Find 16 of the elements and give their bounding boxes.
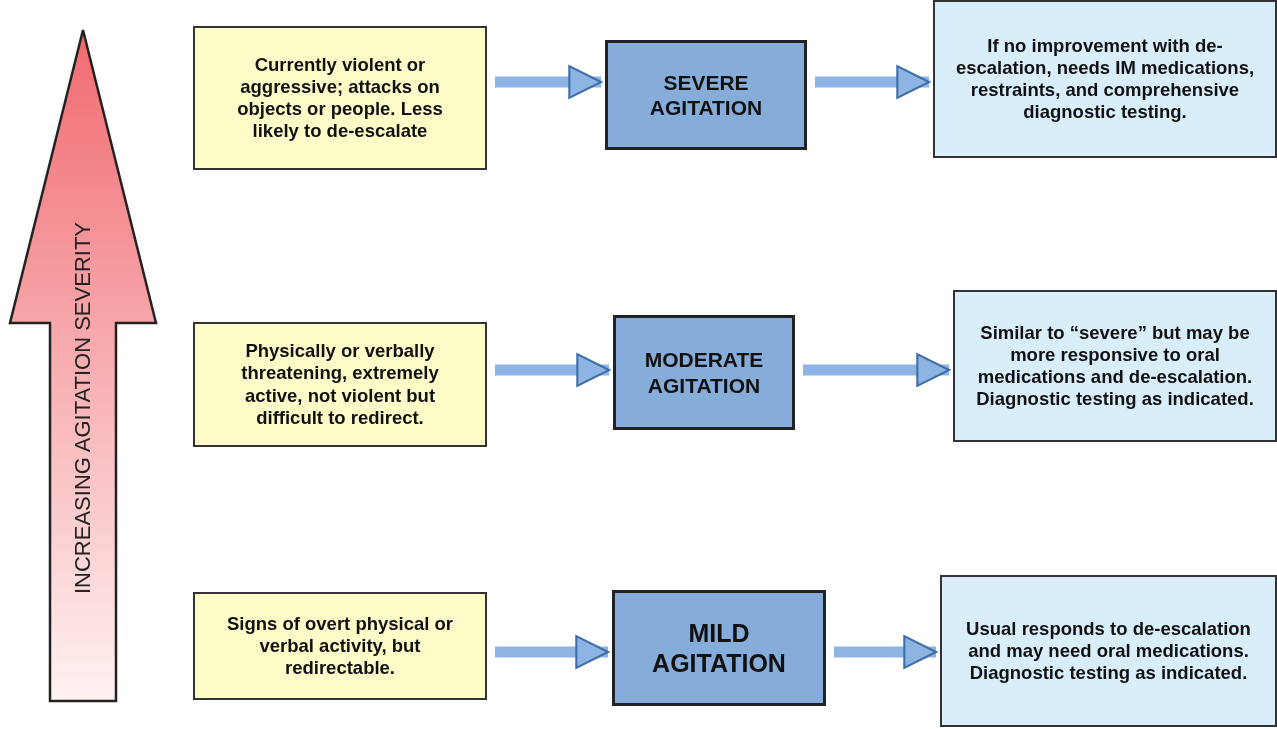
management-box: Similar to “severe” but may be more responsive to oral medications and de-escalation. Diagnostic testing as indicated. — [953, 290, 1277, 442]
block-arrow — [495, 635, 610, 669]
management-box: If no improvement with de-escalation, needs IM medications, restraints, and comprehensive diagnostic testing. — [933, 0, 1277, 158]
block-arrow — [803, 353, 951, 387]
block-arrow — [495, 65, 603, 99]
severity-box: MODERATE AGITATION — [613, 315, 795, 430]
severity-box: MILD AGITATION — [612, 590, 826, 706]
management-box: Usual responds to de-escalation and may need oral medications. Diagnostic testing as indicated. — [940, 575, 1277, 727]
behavior-box: Signs of overt physical or verbal activity, but redirectable. — [193, 592, 487, 700]
block-arrow — [834, 635, 938, 669]
behavior-box: Currently violent or aggressive; attacks on objects or people. Less likely to de-escalate — [193, 26, 487, 170]
axis-label: INCREASING AGITATION SEVERITY — [70, 222, 96, 594]
block-arrow — [815, 65, 931, 99]
behavior-box: Physically or verbally threatening, extremely active, not violent but difficult to redirect. — [193, 322, 487, 447]
block-arrow — [495, 353, 611, 387]
severity-box: SEVERE AGITATION — [605, 40, 807, 150]
